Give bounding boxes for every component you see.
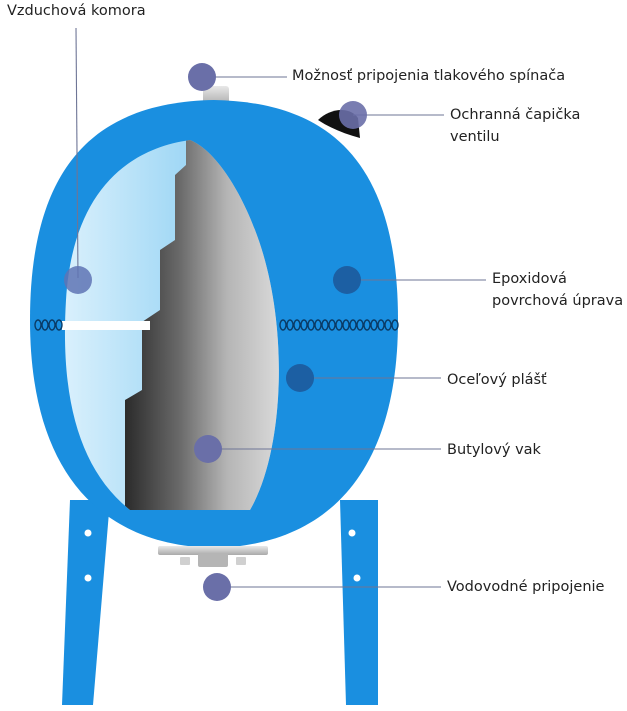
- bottom-fitting-nut: [180, 557, 190, 565]
- marker-butyl-bag: [194, 435, 222, 463]
- seam-clamp-left: [34, 319, 63, 331]
- label-steel-shell: Oceľový plášť: [447, 372, 547, 388]
- label-valve-cap-line2: ventilu: [450, 129, 500, 145]
- label-epoxy: Epoxidová povrchová úprava: [492, 268, 623, 312]
- butyl-bag: [125, 140, 279, 510]
- marker-pressure-switch: [188, 63, 216, 91]
- label-water-connection: Vodovodné pripojenie: [447, 579, 605, 595]
- label-epoxy-line1: Epoxidová: [492, 271, 567, 287]
- marker-air-chamber: [64, 266, 92, 294]
- bottom-fitting-nut: [236, 557, 246, 565]
- left-leg: [62, 500, 110, 705]
- bottom-fitting: [198, 553, 228, 567]
- label-air-chamber: Vzduchová komora: [7, 3, 146, 19]
- leg-hole: [84, 574, 92, 582]
- label-valve-cap-line1: Ochranná čapička: [450, 107, 581, 123]
- label-epoxy-line2: povrchová úprava: [492, 293, 624, 309]
- marker-water-connection: [203, 573, 231, 601]
- right-leg: [340, 500, 378, 705]
- label-valve-cap: Ochranná čapička ventilu: [450, 104, 580, 148]
- tank-seam: [62, 321, 150, 330]
- seam-clamp-right: [279, 319, 399, 331]
- leg-hole: [353, 574, 361, 582]
- leader-line-air-chamber: [75, 27, 79, 279]
- marker-valve-cap: [339, 101, 367, 129]
- label-pressure-switch: Možnosť pripojenia tlakového spínača: [292, 68, 566, 84]
- marker-epoxy: [333, 266, 361, 294]
- bottom-fitting-plate: [158, 546, 268, 555]
- leg-hole: [348, 529, 356, 537]
- marker-steel-shell: [286, 364, 314, 392]
- leg-hole: [84, 529, 92, 537]
- label-butyl-bag: Butylový vak: [447, 442, 541, 458]
